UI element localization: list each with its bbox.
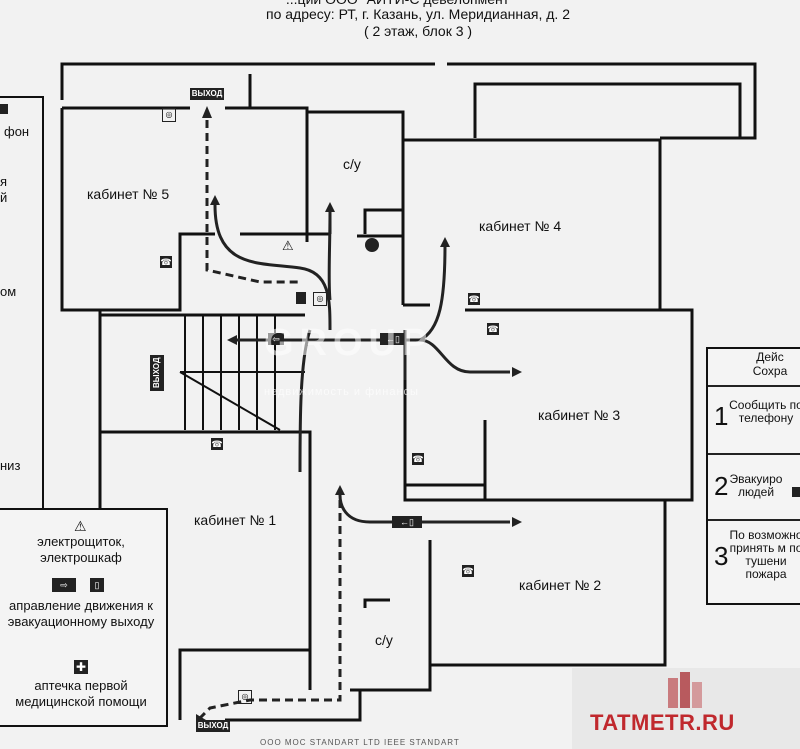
fire-extinguisher-icon: ◎ <box>162 108 176 122</box>
running-man-exit-icon: ⇦ <box>268 333 284 345</box>
room-label-cabinet-5: кабинет № 5 <box>87 186 170 202</box>
room-label-cabinet-1: кабинет № 1 <box>194 512 277 528</box>
first-aid-icon: ✚ <box>74 660 88 674</box>
room-label-cabinet-4: кабинет № 4 <box>479 218 562 234</box>
phone-icon: ☎ <box>462 565 474 577</box>
symbols-legend: ⚠ электрощиток, электрошкаф ⇨ ▯ аправлен… <box>0 508 168 727</box>
left-legend-frame <box>0 96 44 508</box>
exit-door-icon: ▯ <box>90 578 104 592</box>
exit-direction-sign-icon: ←▯ <box>392 516 422 528</box>
action-row-1: 1 Сообщить по телефону <box>708 385 800 453</box>
exit-direction-sign-icon: ←▯ <box>380 333 406 345</box>
exit-sign-bottom: ВЫХОД <box>196 720 230 732</box>
action-row-3: 3 По возможно принять м по тушени пожара <box>708 519 800 603</box>
phone-icon: ☎ <box>487 323 499 335</box>
phone-icon: ☎ <box>412 453 424 465</box>
room-label-cabinet-2: кабинет № 2 <box>519 577 602 593</box>
left-legend-text: фон <box>4 124 30 139</box>
watermark-logo: GROUP <box>264 322 434 364</box>
action-text: Сообщить по телефону <box>729 398 800 425</box>
left-legend-text: й <box>0 190 8 205</box>
plan-address: по адресу: РТ, г. Казань, ул. Меридианна… <box>266 6 570 22</box>
action-row-2: 2 Эвакуиро людей <box>708 453 800 519</box>
phone-icon: ☎ <box>468 293 480 305</box>
left-legend-text: ом <box>0 284 17 299</box>
room-label-wc-top: с/у <box>343 156 361 172</box>
legend-electrical-panel: электрощиток, электрошкаф <box>37 534 125 565</box>
action-number: 2 <box>714 471 729 501</box>
actions-title: Сохра <box>752 364 788 378</box>
phone-icon: ☎ <box>160 256 172 268</box>
action-number: 3 <box>714 541 729 571</box>
legend-evacuation-direction: аправление движения к эвакуационному вых… <box>7 598 155 629</box>
left-legend-text: я <box>0 174 8 189</box>
exit-sign-stair: ВЫХОД <box>150 355 164 391</box>
footer-text: ООО МОС STANDART LTD IEEE STANDART <box>260 738 460 747</box>
brand-name: TATMETR.RU <box>590 710 735 735</box>
fire-extinguisher-icon: ◎ <box>238 690 252 704</box>
plan-title-line1: ...ции ООО "АЙТИ-С девелопмент" <box>0 0 800 8</box>
brand-watermark <box>572 668 800 749</box>
fire-extinguisher-icon: ◎ <box>313 292 327 306</box>
electrical-panel-icon: ⚠ <box>282 238 294 253</box>
exit-direction-icon: ⇨ <box>52 578 76 592</box>
legend-marker-icon <box>0 104 8 114</box>
fire-actions-panel: Дейс Сохра 1 Сообщить по телефону 2 Эвак… <box>706 347 800 605</box>
room-label-cabinet-3: кабинет № 3 <box>538 407 621 423</box>
plan-floor-block: ( 2 этаж, блок 3 ) <box>363 23 473 39</box>
exit-sign-top: ВЫХОД <box>190 88 224 100</box>
actions-title: Дейс <box>756 350 784 364</box>
action-text: Эвакуиро людей <box>729 472 783 499</box>
phone-icon: ☎ <box>211 438 223 450</box>
electrical-panel-icon: ⚠ <box>74 518 87 534</box>
legend-first-aid: аптечка первой медицинской помощи <box>15 678 147 709</box>
brand-logo-icon <box>668 672 702 708</box>
exit-door-icon <box>792 487 800 497</box>
left-legend-text: низ <box>0 458 21 473</box>
action-number: 1 <box>714 401 729 431</box>
room-label-wc-bottom: с/у <box>375 632 393 648</box>
first-aid-icon <box>296 292 306 304</box>
action-text: По возможно принять м по тушени пожара <box>729 528 800 581</box>
watermark-tagline: недвижимость и финансы <box>264 386 419 398</box>
